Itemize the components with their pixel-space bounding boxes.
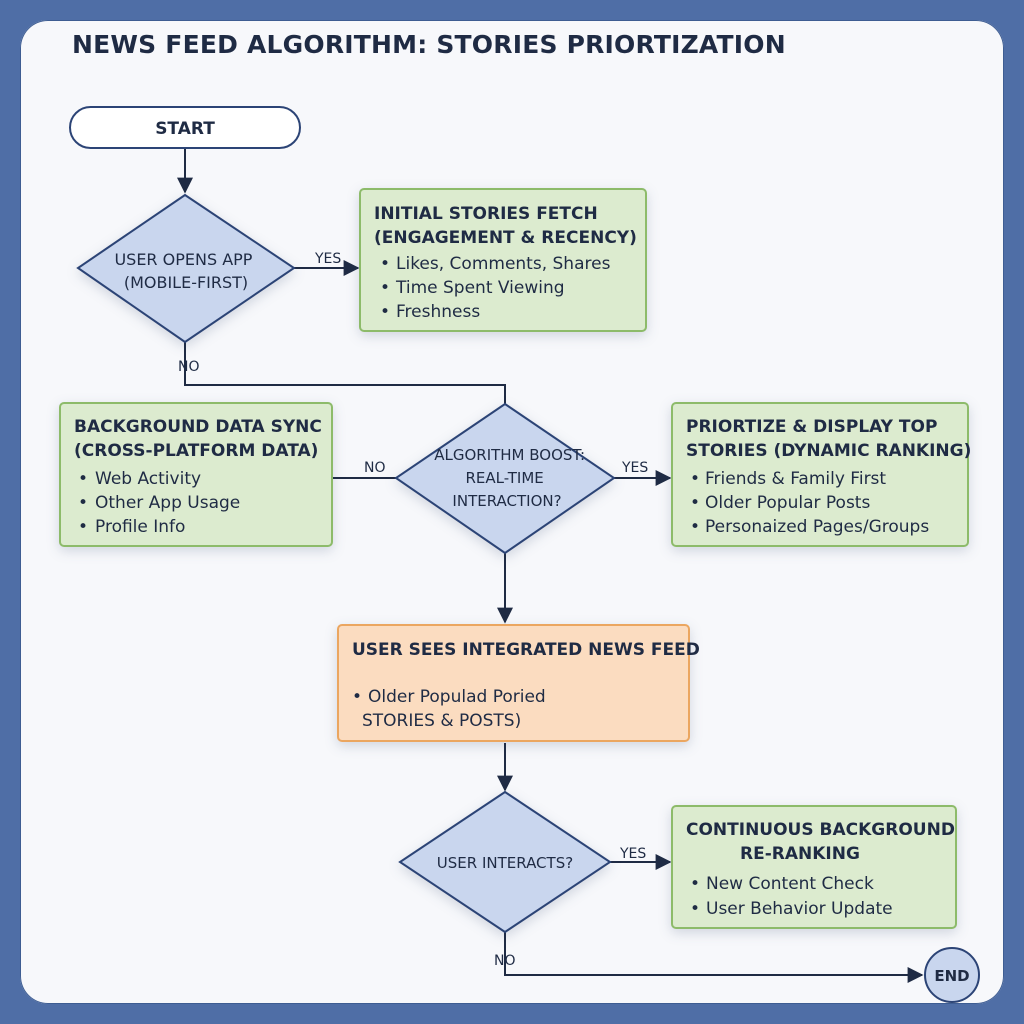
feed-bullet-1: Older Populad Poried [368, 687, 546, 707]
svg-text:BACKGROUND DATA SYNC (CR: BACKGROUND DATA SYNC (CROSS-PLATFORM DAT… [74, 417, 328, 461]
decision-user-opens-app-line2: (MOBILE-FIRST) [124, 273, 248, 292]
background-sync-bullet-3: Profile Info [95, 517, 185, 537]
edges [177, 148, 924, 983]
edge-label-open-no: NO [178, 359, 200, 375]
diagram-title: NEWS FEED ALGORITHM: STORIES PRIORTIZATI… [72, 30, 786, 59]
background-sync-title-line1: BACKGROUND DATA SYNC [74, 417, 322, 437]
reranking-title-line2: RE-RANKING [740, 844, 860, 864]
edge-open-no [184, 342, 506, 404]
initial-fetch-title-line1: INITIAL STORIES FETCH [374, 204, 598, 224]
decision-algorithm-boost-line3: INTERACTION? [452, 492, 561, 510]
initial-fetch-bullet-3: Freshness [396, 302, 480, 322]
reranking-title-line1: CONTINUOUS BACKGROUND [686, 820, 955, 840]
svg-text:INITIAL STORIES FETCH (E: INITIAL STORIES FETCH (ENGAGEMENT & RECE… [374, 204, 637, 248]
end-node: END [924, 947, 980, 1003]
prioritize-bullet-2: Older Popular Posts [705, 493, 870, 513]
edge-label-boost-no: NO [364, 460, 386, 476]
svg-text:USER SEES INTEGRATED NEWS FEED: USER SEES INTEGRATED NEWS FEED [352, 640, 700, 660]
start-label: START [155, 119, 215, 139]
svg-text:CONTINUOUS BACKGROUND RE: CONTINUOUS BACKGROUND RE-RANKING [686, 820, 961, 864]
reranking-bullet-2: User Behavior Update [706, 899, 893, 919]
decision-user-interacts: USER INTERACTS? [398, 790, 612, 934]
edge-label-open-yes: YES [314, 251, 341, 267]
svg-text:• Web Activity •: • Web Activity • Other App Usage • Profi… [78, 469, 246, 537]
svg-text:PRIORTIZE & DISPLAY TOP: PRIORTIZE & DISPLAY TOP STORIES (DYNAMIC… [686, 417, 971, 461]
prioritize-title-line1: PRIORTIZE & DISPLAY TOP [686, 417, 937, 437]
decision-user-opens-app-line1: USER OPENS APP [114, 250, 252, 269]
decision-algorithm-boost-line2: REAL-TIME [465, 469, 543, 487]
background-sync-title-line2: (CROSS-PLATFORM DATA) [74, 441, 318, 461]
process-continuous-reranking: CONTINUOUS BACKGROUND RE-RANKING • New C… [671, 805, 961, 929]
initial-fetch-bullet-2: Time Spent Viewing [395, 278, 565, 298]
decision-algorithm-boost-line1: ALGORITHM BOOST: [434, 446, 585, 464]
end-label: END [934, 967, 969, 985]
process-integrated-news-feed: USER SEES INTEGRATED NEWS FEED • Older P… [337, 624, 700, 742]
decision-user-interacts-line1: USER INTERACTS? [437, 854, 573, 872]
feed-title-line1: USER SEES INTEGRATED NEWS FEED [352, 640, 700, 660]
decision-algorithm-boost: ALGORITHM BOOST: REAL-TIME INTERACTION? [394, 402, 616, 555]
edge-label-boost-yes: YES [621, 460, 648, 476]
initial-fetch-bullet-1: Likes, Comments, Shares [396, 254, 611, 274]
process-prioritize-display: PRIORTIZE & DISPLAY TOP STORIES (DYNAMIC… [671, 402, 971, 547]
reranking-bullet-1: New Content Check [706, 874, 874, 894]
edge-interacts-no [504, 932, 924, 983]
svg-text:• New Content Check: • New Content Check • User Behavior Upda… [690, 874, 893, 919]
feed-bullet-2: STORIES & POSTS) [362, 711, 521, 731]
background-sync-bullet-2: Other App Usage [95, 493, 240, 513]
svg-text:• Older Populad Poried: • Older Populad Poried STORIES & POSTS) [352, 687, 551, 731]
svg-text:• Friends & Family First: • Friends & Family First • Older Popular… [690, 469, 929, 537]
svg-text:ALGORITHM BOOST: REAL-TI: ALGORITHM BOOST: REAL-TIME INTERACTION? [434, 446, 590, 510]
svg-text:• Likes, Comments, Share: • Likes, Comments, Shares • Time Spent V… [380, 254, 616, 322]
background-sync-bullet-1: Web Activity [95, 469, 201, 489]
edge-label-interacts-no: NO [494, 953, 516, 969]
prioritize-title-line2: STORIES (DYNAMIC RANKING) [686, 441, 971, 461]
prioritize-bullet-1: Friends & Family First [705, 469, 886, 489]
process-background-data-sync: BACKGROUND DATA SYNC (CROSS-PLATFORM DAT… [59, 402, 333, 547]
prioritize-bullet-3: Personaized Pages/Groups [705, 517, 929, 537]
svg-text:USER INTERACTS?: USER INTERACTS? [437, 854, 573, 872]
decision-user-opens-app: USER OPENS APP (MOBILE-FIRST) [76, 193, 296, 344]
process-initial-stories-fetch: INITIAL STORIES FETCH (ENGAGEMENT & RECE… [359, 188, 647, 332]
edge-label-interacts-yes: YES [619, 846, 646, 862]
start-node: START [69, 106, 301, 149]
svg-text:USER OPENS APP (MOBILE-F: USER OPENS APP (MOBILE-FIRST) [114, 250, 257, 292]
initial-fetch-title-line2: (ENGAGEMENT & RECENCY) [374, 228, 637, 248]
